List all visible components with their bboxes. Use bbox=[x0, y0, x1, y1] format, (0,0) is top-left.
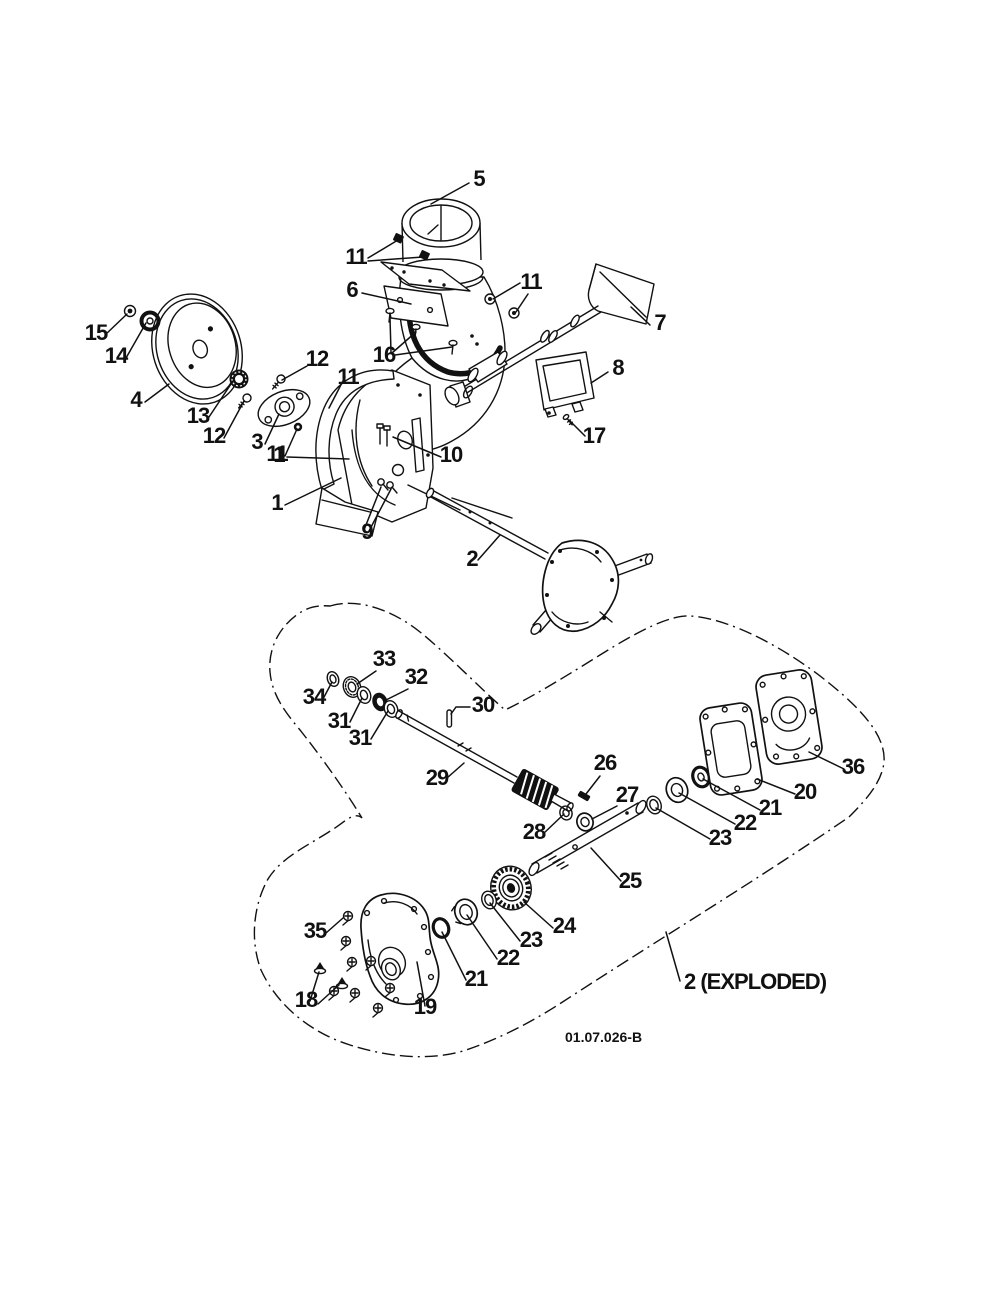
part-2-gearbox-assembly bbox=[425, 487, 654, 635]
callout-10: 10 bbox=[440, 442, 463, 467]
callout-25: 25 bbox=[619, 868, 642, 893]
callout-18: 18 bbox=[295, 987, 318, 1012]
part-18-caps bbox=[313, 962, 349, 990]
callout-13: 13 bbox=[187, 403, 210, 428]
leader-lines bbox=[104, 182, 845, 1007]
part-4-pulley bbox=[151, 293, 243, 405]
callout-23-1: 23 bbox=[520, 927, 543, 952]
callout-4: 4 bbox=[130, 387, 143, 412]
part-24-gear bbox=[490, 865, 532, 911]
callout-35: 35 bbox=[304, 918, 327, 943]
part-30-pin bbox=[446, 709, 453, 728]
callout-11-1: 11 bbox=[345, 244, 367, 269]
part-8-cover-plate bbox=[535, 351, 595, 418]
callout-31-1: 31 bbox=[328, 708, 351, 733]
callout-34: 34 bbox=[303, 684, 327, 709]
callout-5: 5 bbox=[473, 166, 485, 191]
callout-21-1: 21 bbox=[465, 966, 488, 991]
part-19-gearbox-half bbox=[360, 892, 440, 1006]
part-7-auger-shaft bbox=[444, 263, 655, 408]
callout-9: 9 bbox=[361, 519, 373, 544]
callout-7: 7 bbox=[654, 310, 666, 335]
part-21-22-23-left-set bbox=[431, 890, 497, 939]
callout-20: 20 bbox=[794, 779, 817, 804]
callout-1-2: 1 bbox=[271, 490, 283, 515]
part-36-gearbox-plate bbox=[755, 669, 823, 765]
callout-17: 17 bbox=[583, 423, 606, 448]
callout-23-2: 23 bbox=[709, 825, 732, 850]
callout-21-2: 21 bbox=[759, 795, 782, 820]
callout-14: 14 bbox=[105, 343, 129, 368]
callout-28: 28 bbox=[523, 819, 546, 844]
part-26-key-pin bbox=[577, 790, 591, 802]
callout-24: 24 bbox=[553, 913, 577, 938]
callout-2: 2 bbox=[466, 546, 478, 571]
callout-11-3: 11 bbox=[266, 441, 288, 466]
callout-3: 3 bbox=[251, 429, 263, 454]
exploded-view-boundary bbox=[253, 602, 885, 1058]
drawing-code: 01.07.026-B bbox=[565, 1029, 642, 1045]
part-25-shaft-tube bbox=[528, 799, 647, 877]
callout-22-2: 22 bbox=[734, 810, 757, 835]
callout-26: 26 bbox=[594, 750, 617, 775]
part-13-nut bbox=[229, 369, 249, 389]
part-35-screws bbox=[328, 910, 396, 1018]
callout-12-1: 12 bbox=[203, 423, 226, 448]
part-16-bolts bbox=[385, 307, 458, 355]
part-9-bolts bbox=[377, 478, 398, 494]
callout-labels: 5 11 6 16 11 7 8 17 15 14 4 13 12 12 3 1… bbox=[85, 166, 866, 1045]
callout-29: 29 bbox=[426, 765, 449, 790]
callout-15: 15 bbox=[85, 320, 108, 345]
callout-1-1: 1 bbox=[273, 442, 285, 467]
part-1-housing bbox=[315, 369, 513, 537]
callout-30: 30 bbox=[472, 692, 495, 717]
callout-33: 33 bbox=[373, 646, 396, 671]
callout-11-4: 11 bbox=[337, 364, 359, 389]
exploded-view-label: 2 (EXPLODED) bbox=[684, 969, 827, 994]
part-21-22-23-right-set bbox=[646, 765, 711, 815]
callout-36: 36 bbox=[842, 754, 865, 779]
part-29-worm-shaft bbox=[395, 709, 574, 812]
part-3-flange bbox=[257, 388, 311, 428]
callout-12-2: 12 bbox=[306, 346, 329, 371]
callout-32: 32 bbox=[405, 664, 428, 689]
part-6-bracket bbox=[380, 261, 471, 327]
part-26-27-28-small-parts bbox=[559, 790, 594, 832]
part-10-studs bbox=[376, 423, 391, 447]
callout-16: 16 bbox=[373, 342, 396, 367]
part-14-bearing bbox=[139, 310, 161, 332]
callout-27: 27 bbox=[616, 782, 639, 807]
part-20-gasket bbox=[699, 702, 763, 796]
callout-22-1: 22 bbox=[497, 945, 520, 970]
callout-8: 8 bbox=[612, 355, 624, 380]
callout-11-2: 11 bbox=[520, 269, 542, 294]
callout-19: 19 bbox=[414, 994, 437, 1019]
callout-31-2: 31 bbox=[349, 725, 372, 750]
callout-6: 6 bbox=[346, 277, 358, 302]
